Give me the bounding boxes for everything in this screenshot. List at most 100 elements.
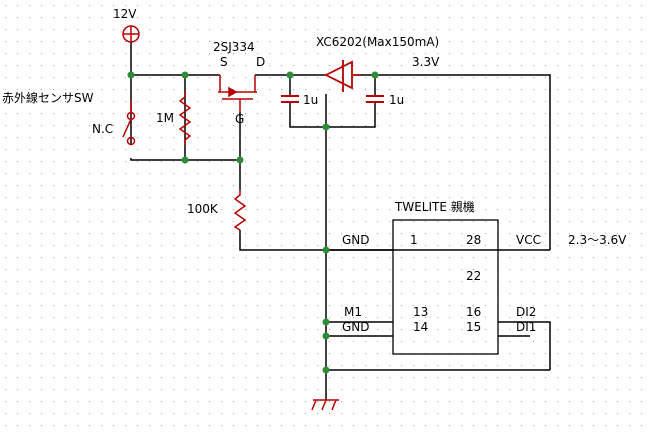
- grid-dot: [5, 29, 6, 30]
- grid-dot: [389, 377, 390, 378]
- grid-dot: [389, 77, 390, 78]
- grid-dot: [569, 149, 570, 150]
- grid-dot: [29, 65, 30, 66]
- grid-dot: [329, 281, 330, 282]
- grid-dot: [281, 365, 282, 366]
- grid-dot: [509, 377, 510, 378]
- grid-dot: [269, 209, 270, 210]
- grid-dot: [197, 149, 198, 150]
- grid-dot: [557, 101, 558, 102]
- grid-dot: [161, 341, 162, 342]
- grid-dot: [149, 293, 150, 294]
- grid-dot: [65, 197, 66, 198]
- ground-symbol: [311, 399, 339, 411]
- grid-dot: [29, 233, 30, 234]
- grid-dot: [113, 149, 114, 150]
- grid-dot: [149, 221, 150, 222]
- grid-dot: [41, 353, 42, 354]
- grid-dot: [377, 77, 378, 78]
- grid-dot: [41, 269, 42, 270]
- grid-dot: [149, 5, 150, 6]
- grid-dot: [89, 257, 90, 258]
- grid-dot: [137, 425, 138, 426]
- grid-dot: [569, 245, 570, 246]
- grid-dot: [125, 197, 126, 198]
- grid-dot: [329, 149, 330, 150]
- grid-dot: [413, 125, 414, 126]
- grid-dot: [257, 341, 258, 342]
- grid-dot: [41, 209, 42, 210]
- grid-dot: [101, 305, 102, 306]
- grid-dot: [425, 113, 426, 114]
- grid-dot: [65, 17, 66, 18]
- grid-dot: [305, 413, 306, 414]
- grid-dot: [569, 293, 570, 294]
- grid-dot: [221, 197, 222, 198]
- grid-dot: [5, 17, 6, 18]
- grid-dot: [581, 173, 582, 174]
- grid-dot: [161, 329, 162, 330]
- grid-dot: [29, 341, 30, 342]
- grid-dot: [185, 5, 186, 6]
- grid-dot: [269, 173, 270, 174]
- grid-dot: [569, 389, 570, 390]
- grid-dot: [29, 269, 30, 270]
- grid-dot: [629, 329, 630, 330]
- grid-dot: [341, 173, 342, 174]
- grid-dot: [353, 425, 354, 426]
- grid-dot: [365, 365, 366, 366]
- grid-dot: [449, 137, 450, 138]
- grid-dot: [533, 197, 534, 198]
- grid-dot: [617, 65, 618, 66]
- grid-dot: [569, 185, 570, 186]
- grid-dot: [173, 305, 174, 306]
- grid-dot: [113, 365, 114, 366]
- grid-dot: [593, 413, 594, 414]
- grid-dot: [233, 65, 234, 66]
- grid-dot: [77, 341, 78, 342]
- grid-dot: [377, 173, 378, 174]
- grid-dot: [269, 137, 270, 138]
- grid-dot: [257, 257, 258, 258]
- grid-dot: [581, 305, 582, 306]
- grid-dot: [161, 113, 162, 114]
- grid-dot: [305, 41, 306, 42]
- grid-dot: [305, 65, 306, 66]
- grid-dot: [161, 305, 162, 306]
- grid-dot: [41, 149, 42, 150]
- grid-dot: [605, 329, 606, 330]
- grid-dot: [365, 353, 366, 354]
- grid-dot: [473, 341, 474, 342]
- grid-dot: [521, 197, 522, 198]
- grid-dot: [389, 389, 390, 390]
- grid-dot: [413, 209, 414, 210]
- grid-dot: [521, 77, 522, 78]
- grid-dot: [545, 353, 546, 354]
- label-pin-di2: DI2: [516, 305, 536, 319]
- grid-dot: [365, 125, 366, 126]
- grid-dot: [377, 425, 378, 426]
- grid-dot: [593, 293, 594, 294]
- grid-dot: [605, 293, 606, 294]
- grid-dot: [497, 365, 498, 366]
- grid-dot: [329, 89, 330, 90]
- grid-dot: [77, 5, 78, 6]
- grid-dot: [329, 185, 330, 186]
- grid-dot: [125, 221, 126, 222]
- grid-dot: [437, 185, 438, 186]
- grid-dot: [257, 221, 258, 222]
- grid-dot: [437, 317, 438, 318]
- grid-dot: [269, 233, 270, 234]
- label-fet-s: S: [220, 55, 228, 69]
- grid-dot: [269, 65, 270, 66]
- grid-dot: [641, 389, 642, 390]
- grid-dot: [533, 113, 534, 114]
- grid-dot: [257, 353, 258, 354]
- grid-dot: [221, 125, 222, 126]
- grid-dot: [473, 113, 474, 114]
- grid-dot: [641, 233, 642, 234]
- grid-dot: [257, 53, 258, 54]
- grid-dot: [257, 29, 258, 30]
- grid-dot: [497, 197, 498, 198]
- grid-dot: [17, 377, 18, 378]
